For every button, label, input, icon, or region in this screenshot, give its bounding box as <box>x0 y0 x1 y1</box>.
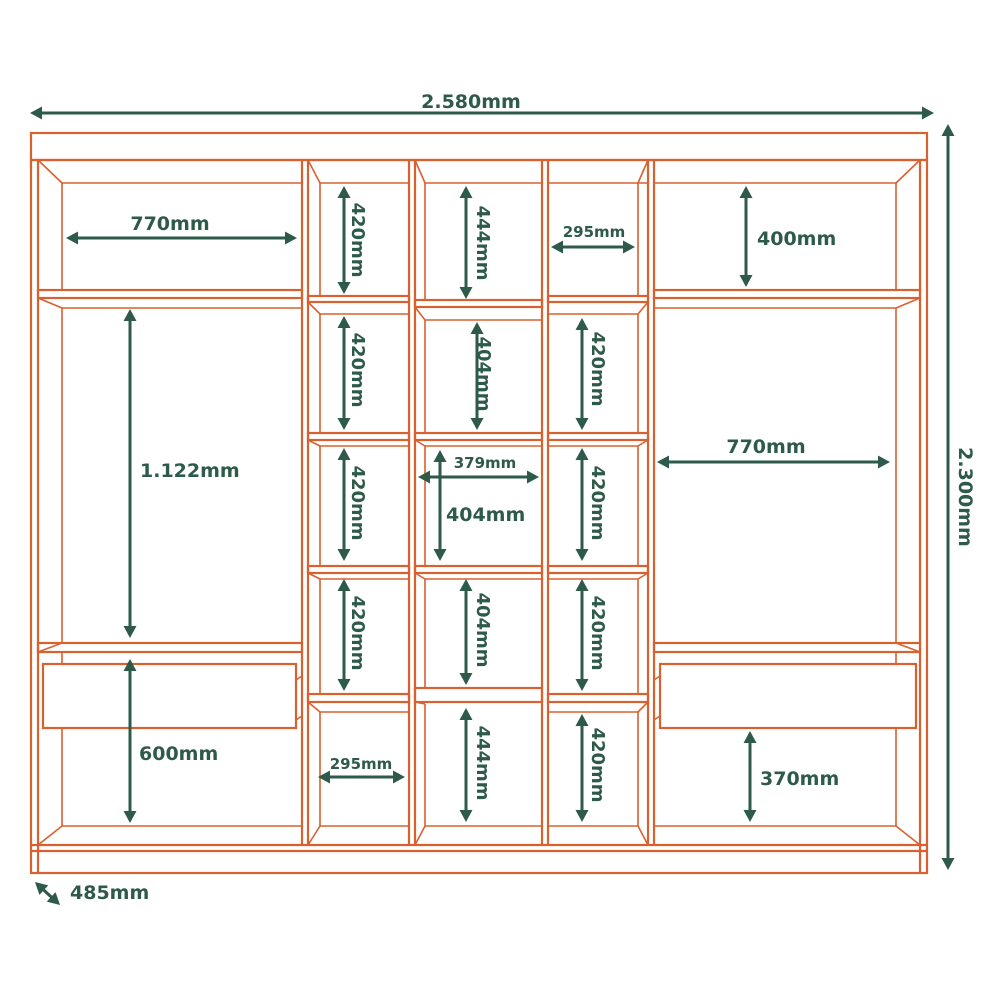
cabinet-body <box>29 158 929 875</box>
dimension-arrow-col2-s2 <box>337 316 351 430</box>
label-col4-shelf5: 420mm <box>587 727 608 802</box>
dimension-arrow-right-hanging <box>657 455 890 469</box>
label-left-hanging-height: 1.122mm <box>140 460 240 482</box>
dimension-labels: 2.580mm 2.300mm 485mm 770mm 1.122mm 600m… <box>70 91 976 904</box>
dimension-arrow-col4-top <box>551 240 635 254</box>
dimension-arrow-col3-s5 <box>459 708 473 822</box>
left-drawer <box>41 662 298 730</box>
label-col4-shelf2: 420mm <box>587 331 608 406</box>
dimension-arrow-depth <box>35 882 60 905</box>
label-col2-shelf1: 420mm <box>347 202 368 277</box>
dimension-arrow-col3-s2 <box>470 322 484 430</box>
label-col3-shelf1: 444mm <box>472 205 493 280</box>
label-right-top-height: 400mm <box>757 228 836 250</box>
dimension-arrow-left-top-width <box>66 231 297 245</box>
dimension-arrow-col4-s5 <box>575 714 589 822</box>
label-col4-shelf4: 420mm <box>587 595 608 670</box>
wardrobe-frame <box>29 131 929 875</box>
dimension-arrows <box>30 106 955 905</box>
label-col3-shelf3-width: 379mm <box>454 454 517 472</box>
dimension-arrow-left-lower <box>123 659 137 823</box>
col4-interior <box>546 159 650 846</box>
label-col2-shelf3: 420mm <box>347 465 368 540</box>
dimension-arrow-left-hanging <box>123 309 137 638</box>
label-col2-shelf2: 420mm <box>347 332 368 407</box>
label-overall-width: 2.580mm <box>421 91 521 113</box>
right-shelf-top <box>652 288 922 300</box>
left-shelf-top <box>36 288 304 300</box>
dimension-arrow-right-top <box>739 186 753 287</box>
right-shelf-middle <box>652 641 922 654</box>
left-section-interior <box>36 159 304 846</box>
label-overall-height: 2.300mm <box>954 447 976 547</box>
label-depth: 485mm <box>70 882 149 904</box>
dimension-arrow-col4-s3 <box>575 448 589 561</box>
left-shelf-middle <box>36 641 304 654</box>
col3-interior <box>413 159 544 846</box>
label-right-lower-height: 370mm <box>760 768 839 790</box>
col2-interior <box>306 159 411 846</box>
label-col3-shelf3-height: 404mm <box>446 504 525 526</box>
label-left-top-width: 770mm <box>130 213 209 235</box>
dimension-arrow-col2-s4 <box>337 579 351 691</box>
dimension-arrow-col3-s4 <box>459 579 473 685</box>
label-col3-shelf5: 444mm <box>472 725 493 800</box>
label-col3-shelf2: 404mm <box>473 336 494 411</box>
dimension-arrow-col3-s3-w <box>418 470 539 484</box>
dimension-arrow-col2-bottom <box>318 770 405 784</box>
dimension-arrow-overall-height <box>941 124 955 870</box>
label-left-lower-height: 600mm <box>139 743 218 765</box>
label-col4-top-width: 295mm <box>563 223 626 241</box>
dimension-arrow-col4-s2 <box>575 318 589 430</box>
dimension-arrow-right-lower <box>743 731 757 822</box>
dimension-arrow-col2-s3 <box>337 448 351 561</box>
dimension-arrow-col3-s3-h <box>433 450 447 561</box>
label-col2-bottom-width: 295mm <box>330 755 393 773</box>
right-section-interior <box>652 159 922 846</box>
dimension-arrow-col2-s1 <box>337 186 351 294</box>
label-right-hanging-width: 770mm <box>726 436 805 458</box>
dimension-arrow-col4-s4 <box>575 579 589 691</box>
label-col3-shelf4: 404mm <box>472 592 493 667</box>
label-col2-shelf4: 420mm <box>347 595 368 670</box>
label-col4-shelf3: 420mm <box>587 465 608 540</box>
dimension-arrow-overall-width <box>30 106 934 120</box>
right-drawer <box>658 662 918 730</box>
top-crown <box>29 131 929 162</box>
dimension-arrow-col3-s1 <box>459 186 473 299</box>
